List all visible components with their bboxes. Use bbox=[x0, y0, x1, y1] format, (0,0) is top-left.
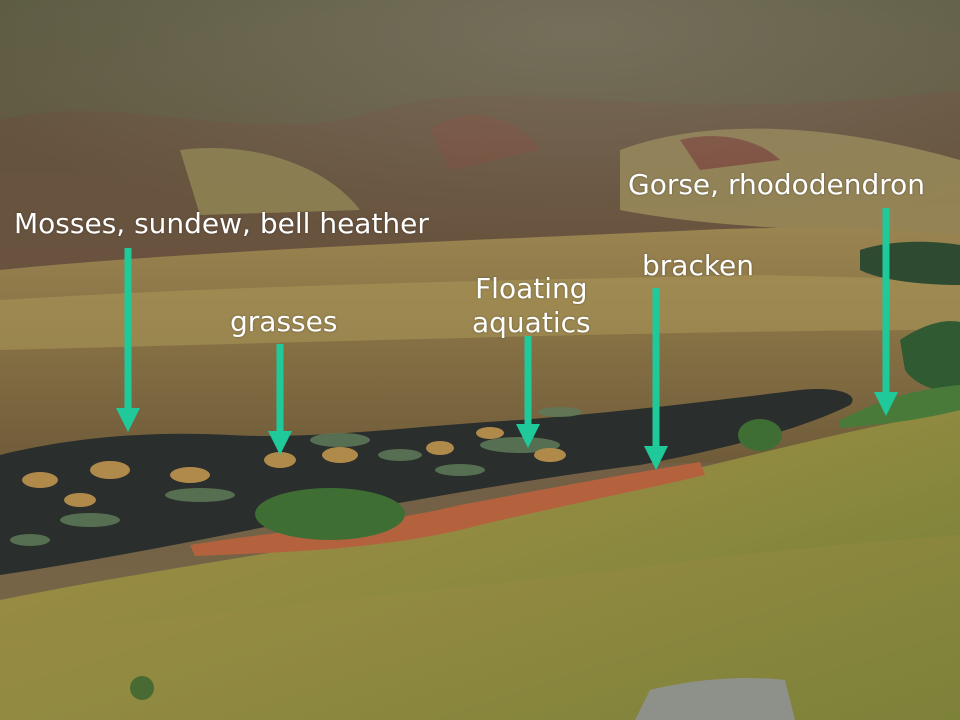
arrow-bracken bbox=[644, 288, 668, 470]
bog-pool bbox=[0, 389, 853, 575]
arrow-floating-aquatics bbox=[516, 336, 540, 448]
rock bbox=[635, 678, 795, 720]
grassland-strip bbox=[0, 275, 960, 350]
small-bush bbox=[738, 419, 782, 451]
small-plant bbox=[130, 676, 154, 700]
foreground-grass bbox=[0, 535, 960, 720]
annotation-arrows bbox=[116, 208, 898, 470]
arrow-mosses bbox=[116, 248, 140, 432]
bracken-bushes-right bbox=[840, 385, 960, 428]
arrow-grasses bbox=[268, 344, 292, 455]
label-floating-line2: aquatics bbox=[472, 306, 591, 339]
label-gorse-rhododendron: Gorse, rhododendron bbox=[628, 168, 926, 201]
floating-aquatics bbox=[10, 407, 582, 546]
label-bracken: bracken bbox=[642, 249, 755, 282]
label-grasses: grasses bbox=[230, 305, 338, 338]
label-floating-line1: Floating bbox=[475, 272, 588, 305]
rhododendron-bush bbox=[900, 321, 960, 392]
label-floating-aquatics: Floating aquatics bbox=[472, 272, 591, 340]
label-mosses-sundew-bell-heather: Mosses, sundew, bell heather bbox=[14, 207, 429, 240]
green-bush bbox=[255, 488, 405, 540]
foreground-slope bbox=[0, 410, 960, 720]
grass-tussocks bbox=[22, 427, 566, 507]
arrow-gorse bbox=[874, 208, 898, 416]
